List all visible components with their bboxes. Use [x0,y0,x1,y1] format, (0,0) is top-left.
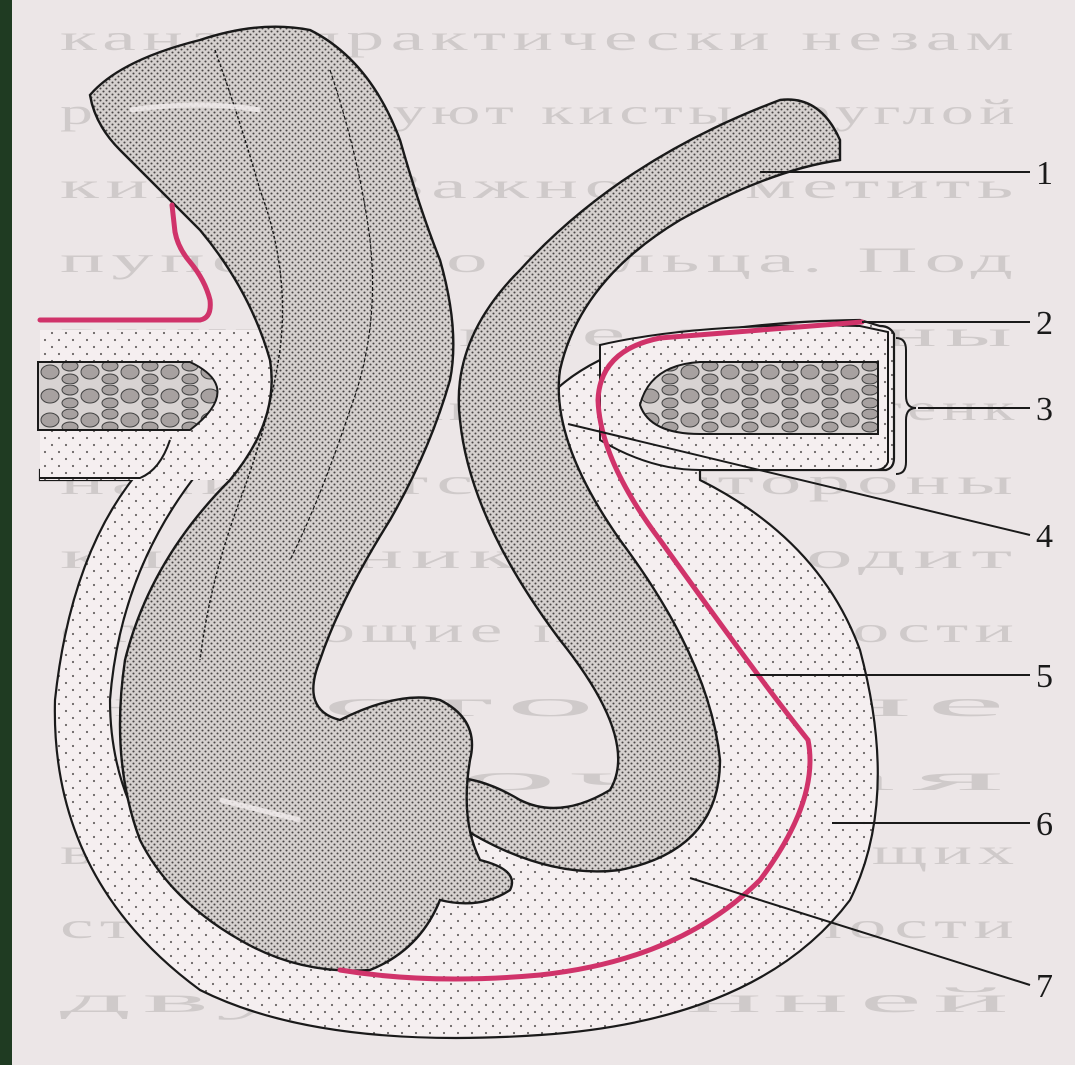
page-left-edge [0,0,12,1065]
callout-label-7: 7 [1036,968,1053,1005]
callout-label-2: 2 [1036,305,1053,342]
body-wall-left-muscle [38,362,218,430]
callout-label-5: 5 [1036,658,1053,695]
callout-label-1: 1 [1036,155,1053,192]
body-wall-right-muscle [640,362,878,434]
callout-label-6: 6 [1036,806,1053,843]
callout-label-3: 3 [1036,391,1053,428]
callout-label-4: 4 [1036,518,1053,555]
